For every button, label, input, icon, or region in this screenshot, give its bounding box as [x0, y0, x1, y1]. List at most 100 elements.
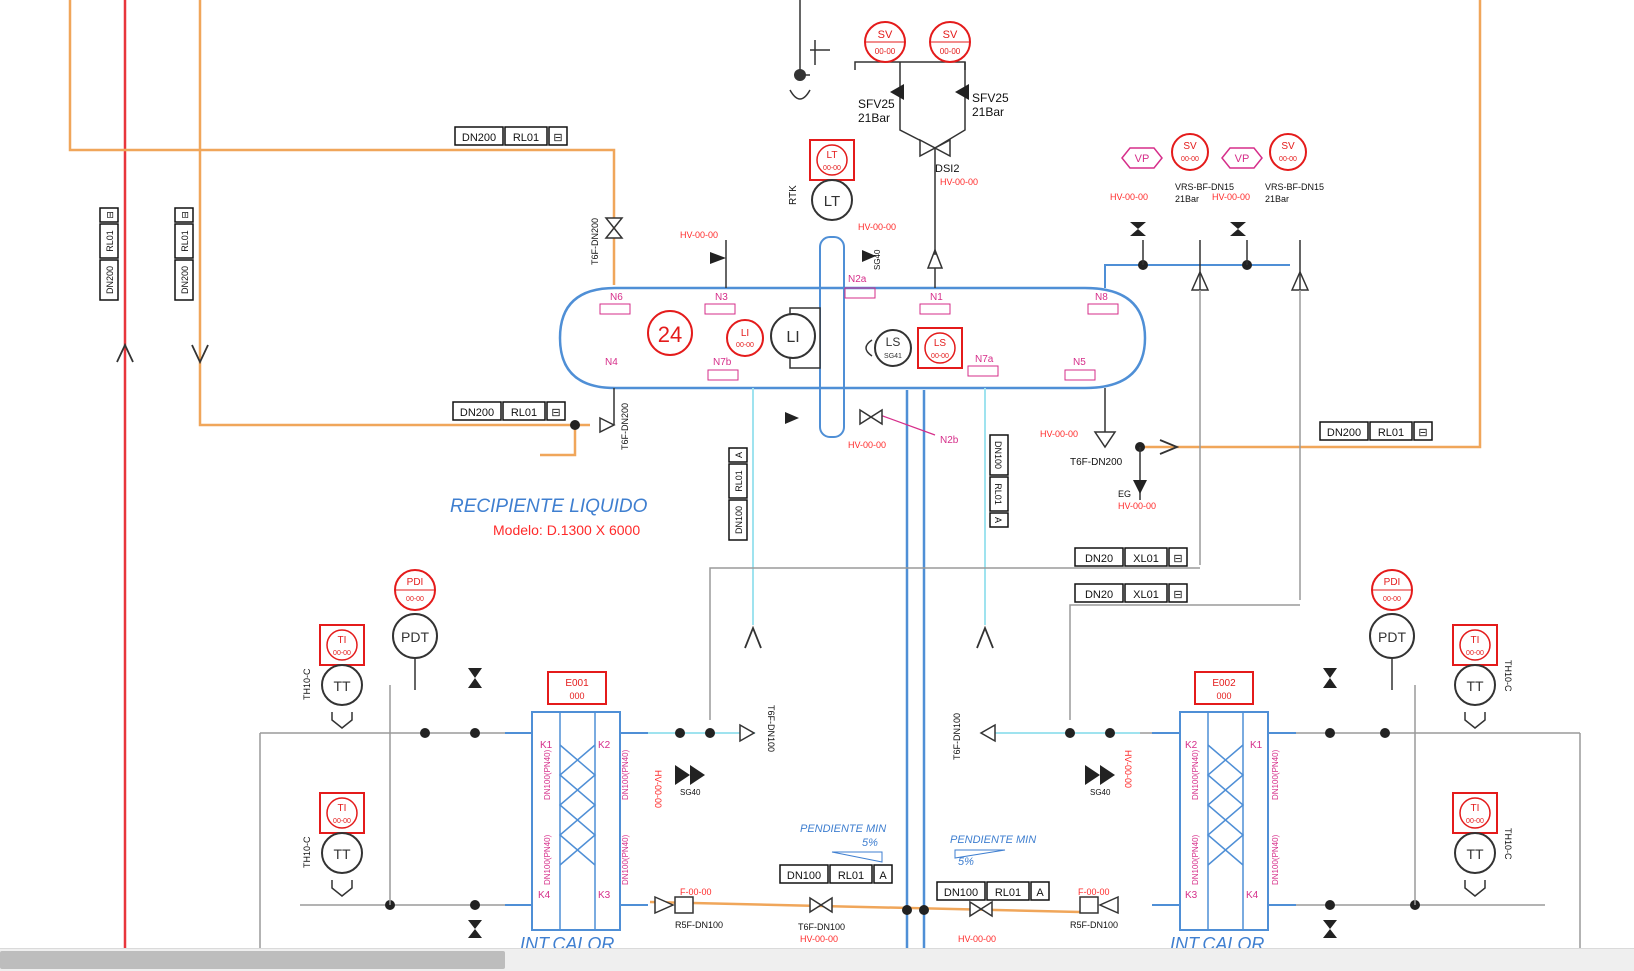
- tt-right-2: [1454, 832, 1496, 874]
- tt-right-2-code: TH10-C: [1503, 828, 1513, 860]
- vp-1: [1121, 147, 1163, 169]
- svg-text:⊟: ⊟: [105, 211, 115, 219]
- sfv-left-pressure: 21Bar: [858, 111, 890, 125]
- svg-text:DN100: DN100: [993, 441, 1003, 469]
- ti-left-2-code: 00-00: [333, 818, 351, 825]
- sv-4-code: 00-00: [1279, 156, 1297, 163]
- tt-right-1: [1454, 664, 1496, 706]
- vp-2: [1221, 147, 1263, 169]
- slope-right-label: PENDIENTE MIN: [950, 834, 1036, 846]
- sg40-right: SG40: [1090, 788, 1111, 797]
- dsi2-valve: [919, 138, 951, 158]
- pdt-left-label: PDT: [401, 629, 429, 645]
- line-tag-xl1: DN20 XL01 ⊟: [1074, 547, 1188, 567]
- line-tag-top-left: DN200 RL01 ⊟: [454, 126, 568, 146]
- svg-text:XL01: XL01: [1133, 589, 1159, 601]
- vp-1-label: VP: [1135, 153, 1150, 165]
- sv-2-label: SV: [943, 29, 958, 41]
- svg-text:⊟: ⊟: [1418, 427, 1427, 439]
- hv-bottom-right: HV-00-00: [958, 934, 996, 944]
- hx-left-size-3: DN100(PN40): [543, 834, 552, 885]
- li-tag-code: 00-00: [736, 342, 754, 349]
- dsi2-label: DSI2: [935, 163, 959, 175]
- vessel-title: RECIPIENTE LIQUIDO: [450, 496, 648, 517]
- t6f-dn200-top: T6F-DN200: [590, 218, 600, 265]
- hx-left-size-4: DN100(PN40): [621, 834, 630, 885]
- ti-right-2-code: 00-00: [1466, 818, 1484, 825]
- hv-lt: HV-00-00: [858, 222, 896, 232]
- orange-drain-left: [540, 425, 577, 457]
- nozzle-n5: N5: [1073, 357, 1086, 368]
- tt-right-1-code: TH10-C: [1503, 660, 1513, 692]
- ti-right-2-label: TI: [1471, 803, 1480, 814]
- hv-bfl-1: HV-00-00: [1110, 192, 1148, 202]
- svg-text:DN100: DN100: [944, 887, 978, 899]
- orange-pipe-arrow: [191, 344, 209, 365]
- nozzle-n7b: N7b: [713, 357, 732, 368]
- slope-left-label: PENDIENTE MIN: [800, 823, 886, 835]
- vessel-shell: [558, 286, 1147, 390]
- vessel-number-circle: [647, 310, 693, 356]
- ti-right-1-code: 00-00: [1466, 650, 1484, 657]
- svg-text:RL01: RL01: [513, 132, 539, 144]
- vessel-number: 24: [658, 322, 682, 347]
- svg-text:RL01: RL01: [1378, 427, 1404, 439]
- f-left: F-00-00: [680, 887, 712, 897]
- svg-text:A: A: [734, 452, 744, 458]
- ti-left-1-label: TI: [338, 635, 347, 646]
- bfl-right-pressure: 21Bar: [1265, 194, 1289, 204]
- lt-transmitter: [811, 179, 853, 221]
- line-tag-vertical-red: DN200 RL01 ⊟: [99, 207, 119, 301]
- hx-right-tag-label: E002: [1212, 678, 1236, 689]
- rtk-label: RTK: [788, 185, 799, 205]
- svg-text:RL01: RL01: [180, 230, 190, 252]
- tt-left-1-label: TT: [333, 678, 351, 694]
- sg40-top: SG40: [873, 249, 882, 270]
- hx-left-k2: K2: [598, 740, 611, 751]
- hv-n5: HV-00-00: [1040, 429, 1078, 439]
- svg-text:DN100: DN100: [734, 506, 744, 534]
- nozzle-n7a: N7a: [975, 354, 994, 365]
- svg-text:A: A: [993, 517, 1003, 523]
- ls-tag-code: 00-00: [931, 353, 949, 360]
- ti-left-2-label: TI: [338, 803, 347, 814]
- orange-bottom-run: [649, 900, 1081, 914]
- hx-right-k1: K1: [1250, 740, 1263, 751]
- line-tag-xl2: DN20 XL01 ⊟: [1074, 583, 1188, 603]
- svg-text:A: A: [1036, 887, 1044, 899]
- svg-text:⊟: ⊟: [1173, 589, 1182, 601]
- pdi-right-label: PDI: [1384, 577, 1401, 588]
- hx-right-tag: [1194, 671, 1254, 705]
- hx-left-size-2: DN100(PN40): [621, 749, 630, 800]
- scrollbar-thumb[interactable]: [0, 951, 505, 969]
- orange-pipe-right-arrow: [1159, 439, 1180, 455]
- bfl-left-pressure: 21Bar: [1175, 194, 1199, 204]
- svg-text:DN20: DN20: [1085, 589, 1113, 601]
- tt-left-1-code: TH10-C: [302, 668, 312, 700]
- tt-left-1: [321, 664, 363, 706]
- tt-right-1-label: TT: [1466, 678, 1484, 694]
- sv-2-tag: 00-00: [940, 47, 961, 56]
- sv-3: [1171, 133, 1209, 171]
- hx-left-tag-sub: 000: [569, 691, 584, 701]
- svg-text:DN200: DN200: [105, 266, 115, 294]
- sv-1-tag: 00-00: [875, 47, 896, 56]
- red-pipe-arrow: [116, 342, 134, 363]
- li-tag-label: LI: [741, 328, 749, 339]
- bfl-left-label: VRS-BF-DN15: [1175, 182, 1234, 192]
- svg-text:DN20: DN20: [1085, 553, 1113, 565]
- horizontal-scrollbar[interactable]: [0, 948, 1634, 971]
- ti-right-1-label: TI: [1471, 635, 1480, 646]
- hx-left-k1: K1: [540, 740, 553, 751]
- hv-n2b: HV-00-00: [848, 440, 886, 450]
- svg-text:RL01: RL01: [993, 483, 1003, 505]
- line-tag-bottom-left: DN100 RL01 A: [779, 864, 893, 884]
- svg-text:RL01: RL01: [734, 470, 744, 492]
- li-indicator: [770, 313, 816, 359]
- svg-text:DN200: DN200: [180, 266, 190, 294]
- nozzle-n2b: N2b: [940, 435, 959, 446]
- orange-pipe-right: [1140, 0, 1482, 449]
- svg-text:RL01: RL01: [995, 887, 1021, 899]
- tt-right-2-label: TT: [1466, 846, 1484, 862]
- n2b-valve: [859, 408, 883, 426]
